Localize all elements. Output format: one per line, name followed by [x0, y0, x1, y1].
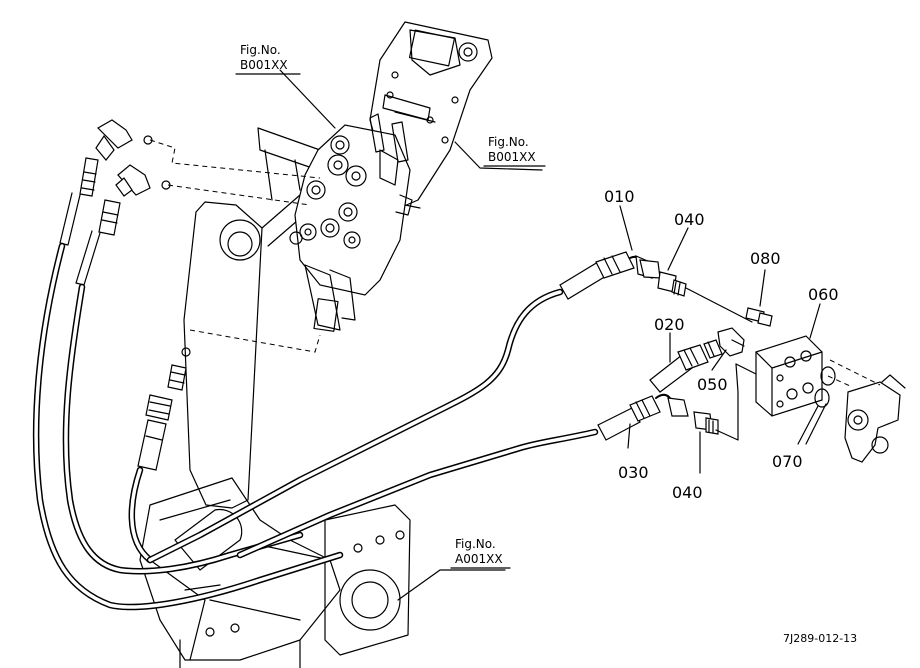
fig-ref-3-line1: Fig.No. [455, 537, 496, 551]
loader-frame-outline [139, 127, 411, 668]
upper-left-fittings [59, 119, 321, 286]
callout-080: 080 [750, 249, 781, 268]
leader-lines [279, 69, 821, 601]
lower-left-fittings [137, 329, 321, 471]
control-valve-body [289, 113, 421, 332]
hose-030-end [597, 393, 689, 441]
fig-ref-2-line1: Fig.No. [488, 135, 529, 149]
document-id: 7J289-012-13 [783, 632, 857, 645]
figure-reference-1: Fig.No. B001XX [235, 43, 301, 75]
adapter-040-lower [693, 411, 719, 435]
callout-050: 050 [697, 375, 728, 394]
fig-ref-2-line2: B001XX [488, 150, 536, 164]
figure-reference-2: Fig.No. B001XX [483, 135, 546, 167]
fig-ref-3-line2: A001XX [455, 552, 503, 566]
hose-assemblies [32, 242, 599, 611]
callout-040-upper: 040 [674, 210, 705, 229]
o-rings-070 [797, 366, 836, 445]
hose-020-end [649, 339, 723, 393]
adapter-040-upper [657, 271, 753, 323]
bolt-080 [745, 307, 773, 327]
fig-ref-1-line2: B001XX [240, 58, 288, 72]
hose-010-end [559, 251, 661, 300]
figure-reference-3: Fig.No. A001XX [450, 537, 511, 569]
callout-030: 030 [618, 463, 649, 482]
callout-010: 010 [604, 187, 635, 206]
flange-block-060 [755, 335, 823, 417]
callout-070: 070 [772, 452, 803, 471]
callout-040-lower: 040 [672, 483, 703, 502]
elbow-050 [715, 327, 761, 441]
cylinder-port-end [827, 359, 906, 463]
control-lever-plate [369, 21, 493, 211]
callout-020: 020 [654, 315, 685, 334]
callout-060: 060 [808, 285, 839, 304]
fig-ref-1-line1: Fig.No. [240, 43, 281, 57]
